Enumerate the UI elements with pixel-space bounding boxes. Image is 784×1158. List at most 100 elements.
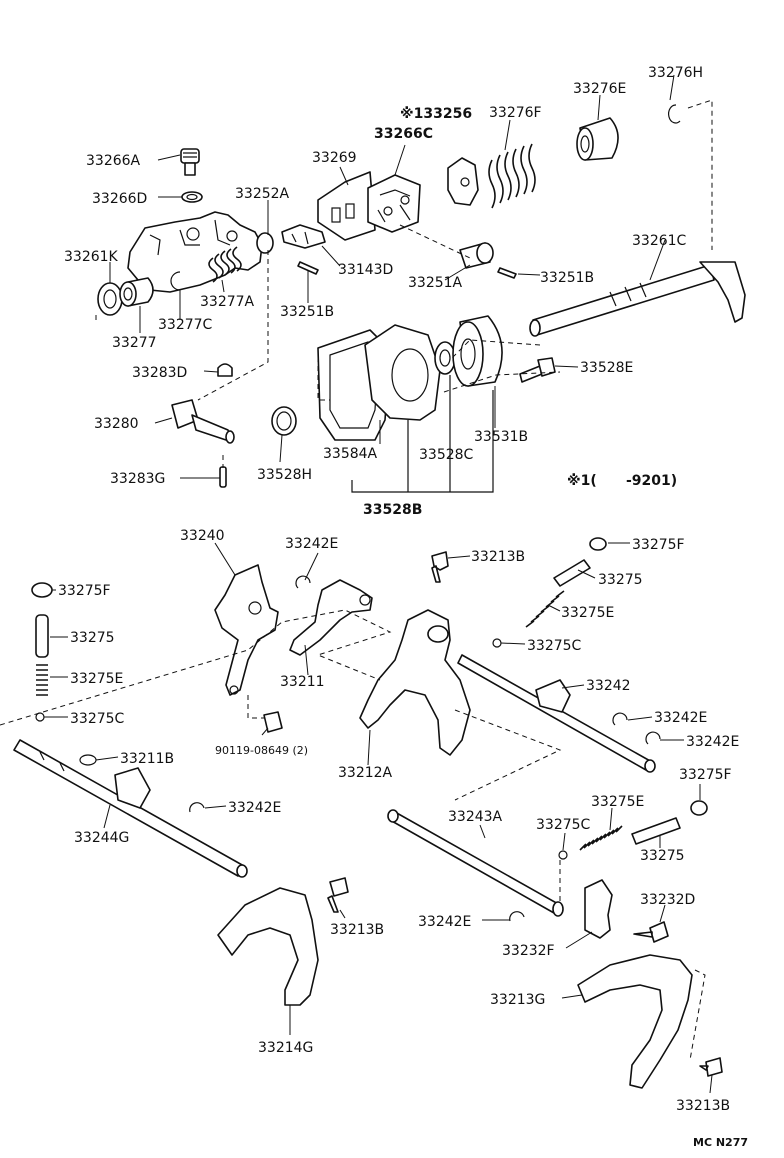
fork-33212A (359, 609, 471, 756)
pin-33275-left (35, 614, 49, 658)
switch-33280 (171, 399, 235, 444)
pin-33251B (297, 261, 319, 275)
label-33275C-3: 33275C (536, 817, 591, 833)
label-33275C-1: 33275C (527, 638, 582, 654)
label-33242E-3: 33242E (686, 734, 739, 750)
label-33275F-1: 33275F (632, 537, 685, 553)
ring-33276H (668, 104, 681, 124)
label-33275E-2: 33275E (70, 671, 123, 687)
label-33212A: 33212A (338, 765, 393, 781)
label-33251B-2: 33251B (540, 270, 594, 286)
housing-group (97, 104, 746, 488)
bolt-33232D (633, 921, 669, 943)
shaft-33242 (457, 654, 656, 773)
note-1: ※1( -9201) (567, 473, 677, 489)
clip-33242E-2 (612, 712, 628, 726)
label-33531B: 33531B (474, 429, 528, 445)
spring-33275E-mid (525, 590, 565, 628)
ball-33275C-mid (492, 638, 502, 648)
spring-33277A (208, 246, 242, 283)
label-33242: 33242 (586, 678, 631, 694)
label-33275F-2: 33275F (58, 583, 111, 599)
bolt-33213B-bottom (699, 1057, 723, 1077)
label-33252A: 33252A (235, 186, 290, 202)
label-33214G: 33214G (258, 1040, 313, 1056)
fork-33213G (577, 954, 693, 1089)
dashed-lines-top (197, 99, 713, 468)
leader-lines (44, 74, 713, 1094)
label-33213B-2: 33213B (330, 922, 384, 938)
label-33275-1: 33275 (598, 572, 643, 588)
housing-33528C (364, 324, 441, 421)
bracket-33528B (351, 375, 494, 493)
label-33251A: 33251A (408, 275, 463, 291)
label-33211B: 33211B (120, 751, 174, 767)
bolt-33528E (519, 357, 556, 383)
label-33232D: 33232D (640, 892, 695, 908)
label-33240: 33240 (180, 528, 225, 544)
label-33276F: 33276F (489, 105, 542, 121)
bearing-33528H (271, 406, 297, 436)
bushing-33261K (97, 282, 123, 316)
labels: 33266A 33266D 33252A 33269 ※133256 33266… (58, 65, 748, 1149)
label-33276E: 33276E (573, 81, 626, 97)
label-33256: ※133256 (400, 106, 472, 122)
shaft-33244G (13, 739, 248, 878)
spring-33276F (488, 143, 536, 209)
lever-33232F (584, 879, 613, 939)
label-33213B-3: 33213B (676, 1098, 730, 1114)
fork-33214G (217, 887, 319, 1006)
label-33528B: 33528B (363, 502, 422, 518)
clip-33242E-3 (645, 731, 661, 745)
shaft-33243A (387, 809, 564, 917)
cap-33275F-right (690, 800, 708, 816)
label-33283D: 33283D (132, 365, 187, 381)
bolt-33213B-top (431, 551, 449, 583)
label-33528H: 33528H (257, 467, 312, 483)
label-33266D: 33266D (92, 191, 147, 207)
label-33275E-3: 33275E (591, 794, 644, 810)
label-33277: 33277 (112, 335, 157, 351)
label-33266C: 33266C (374, 126, 433, 142)
diagram-code: MC N277 (693, 1136, 748, 1149)
label-33211: 33211 (280, 674, 325, 690)
clip-33242E-4 (189, 802, 205, 813)
label-33275E-1: 33275E (561, 605, 614, 621)
label-33261C: 33261C (632, 233, 687, 249)
label-33277A: 33277A (200, 294, 255, 310)
ball-33275C-right (558, 850, 568, 860)
label-33242E-2: 33242E (654, 710, 707, 726)
lever-33211 (289, 579, 373, 656)
lever-33240 (214, 564, 279, 696)
cap-33275F-left (31, 582, 53, 598)
label-33277C: 33277C (158, 317, 213, 333)
label-33266A: 33266A (86, 153, 141, 169)
label-33283G: 33283G (110, 471, 165, 487)
pin-33275-right (631, 817, 681, 845)
label-33143D: 33143D (338, 262, 393, 278)
pin-33283G (219, 466, 227, 488)
label-33269: 33269 (312, 150, 357, 166)
label-33242E-4: 33242E (228, 800, 281, 816)
label-33276H: 33276H (648, 65, 703, 81)
cap-33275F-mid (589, 537, 607, 551)
bolt-90119 (263, 711, 283, 733)
label-33213B-1: 33213B (471, 549, 525, 565)
bracket-33143D (281, 224, 326, 249)
label-33280: 33280 (94, 416, 139, 432)
cap-33283D (217, 363, 233, 377)
label-33275F-3: 33275F (679, 767, 732, 783)
shaft-33261C (529, 261, 746, 337)
label-33251B-1: 33251B (280, 304, 334, 320)
label-33584A: 33584A (323, 446, 378, 462)
clip-33242E-5 (509, 911, 525, 922)
clip-33242E-1 (295, 575, 311, 589)
bolt-33213B-mid (327, 877, 349, 913)
label-33244G: 33244G (74, 830, 129, 846)
label-33213G: 33213G (490, 992, 545, 1008)
clip-33252A (256, 232, 274, 254)
label-33243A: 33243A (448, 809, 503, 825)
head-33266C (367, 174, 421, 233)
lever-33256 (447, 157, 479, 206)
label-90119: 90119-08649 (2) (215, 744, 308, 757)
